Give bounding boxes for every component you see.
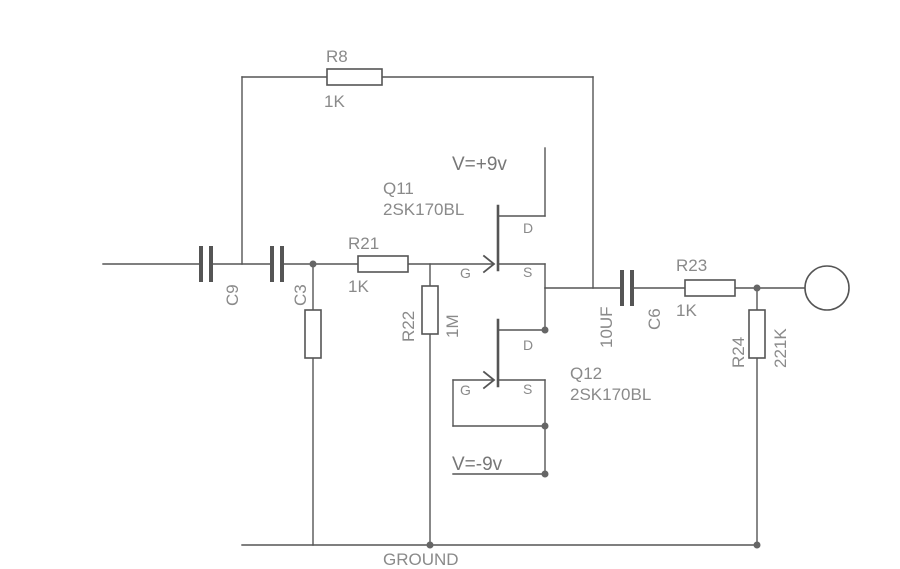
r23-ref-label: R23: [676, 256, 707, 275]
q11-ref-label: Q11: [383, 179, 414, 198]
r21-value-label: 1K: [348, 277, 369, 296]
capacitor-c6: [620, 270, 634, 306]
junction-dots: [309, 260, 761, 549]
r8-value-label: 1K: [324, 92, 345, 111]
q11-drain-label: D: [523, 220, 533, 236]
r24-ref-label: R24: [729, 337, 748, 368]
r24-value-label: 221K: [771, 328, 790, 368]
resistor-r24: [748, 309, 766, 359]
q12-source-label: S: [523, 381, 532, 397]
positive-supply-label: V=+9v: [452, 154, 507, 175]
r23-value-label: 1K: [676, 301, 697, 320]
q12-gate-label: G: [460, 382, 471, 398]
c6-value-label: 10UF: [597, 306, 616, 348]
q12-drain-label: D: [523, 337, 533, 353]
q11-part-label: 2SK170BL: [383, 200, 464, 219]
q11-gate-label: G: [460, 265, 471, 281]
r22-ref-label: R22: [399, 311, 418, 342]
negative-supply-label: V=-9v: [452, 454, 503, 475]
resistor-r23: [684, 279, 736, 297]
r21-ref-label: R21: [348, 234, 379, 253]
c3-ref-label: C3: [291, 284, 310, 306]
q12-ref-label: Q12: [570, 364, 602, 383]
ground-label: GROUND: [383, 550, 459, 569]
q11-source-label: S: [523, 264, 532, 280]
output-jack-icon: [804, 265, 850, 311]
r22-value-label: 1M: [443, 314, 462, 338]
capacitor-c3: [270, 246, 284, 282]
c6-ref-label: C6: [645, 308, 664, 330]
capacitor-c9: [199, 246, 213, 282]
capacitor-c3-body: [304, 309, 322, 359]
resistor-r22: [421, 285, 439, 335]
resistor-r8: [326, 68, 383, 86]
resistor-r21: [357, 255, 409, 273]
transistor-q11: [482, 204, 500, 274]
transistor-q12: [482, 318, 500, 390]
q12-part-label: 2SK170BL: [570, 385, 651, 404]
r8-ref-label: R8: [326, 47, 348, 66]
c9-ref-label: C9: [223, 284, 242, 306]
